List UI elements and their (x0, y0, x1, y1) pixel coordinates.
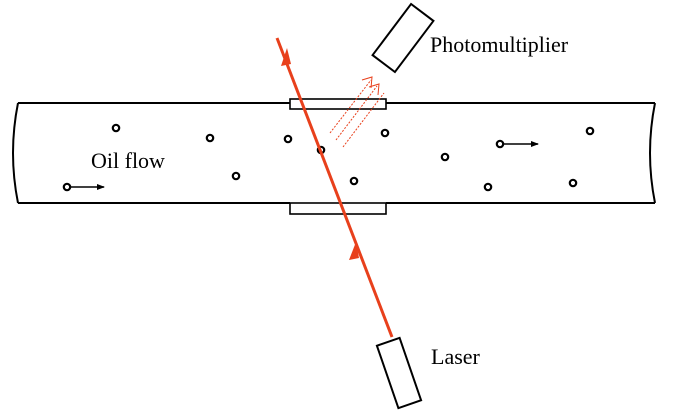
oil-flow-label: Oil flow (91, 148, 165, 173)
photomultiplier-label: Photomultiplier (430, 32, 569, 57)
particle (440, 152, 450, 162)
pipe (12, 98, 656, 215)
oil-particles (62, 123, 595, 192)
particle (495, 139, 505, 149)
particle (349, 176, 359, 186)
particle (380, 128, 390, 138)
particle (62, 182, 72, 192)
particle (283, 134, 293, 144)
particle (111, 123, 121, 133)
particle (585, 126, 595, 136)
pipe-right-end (649, 102, 656, 204)
scattered-light (329, 76, 385, 148)
beam-arrowhead-upper (281, 48, 291, 66)
pipe-left-end (12, 102, 19, 204)
bottom-window (289, 202, 387, 215)
particle (483, 182, 493, 192)
particle (568, 178, 578, 188)
beam-arrowhead-lower (349, 242, 359, 260)
particle (205, 133, 215, 143)
laser-device (375, 336, 423, 410)
particle (231, 171, 241, 181)
laser-beam (275, 37, 394, 338)
laser-label: Laser (431, 344, 481, 369)
photomultiplier-device (371, 2, 435, 74)
top-window (289, 98, 387, 110)
